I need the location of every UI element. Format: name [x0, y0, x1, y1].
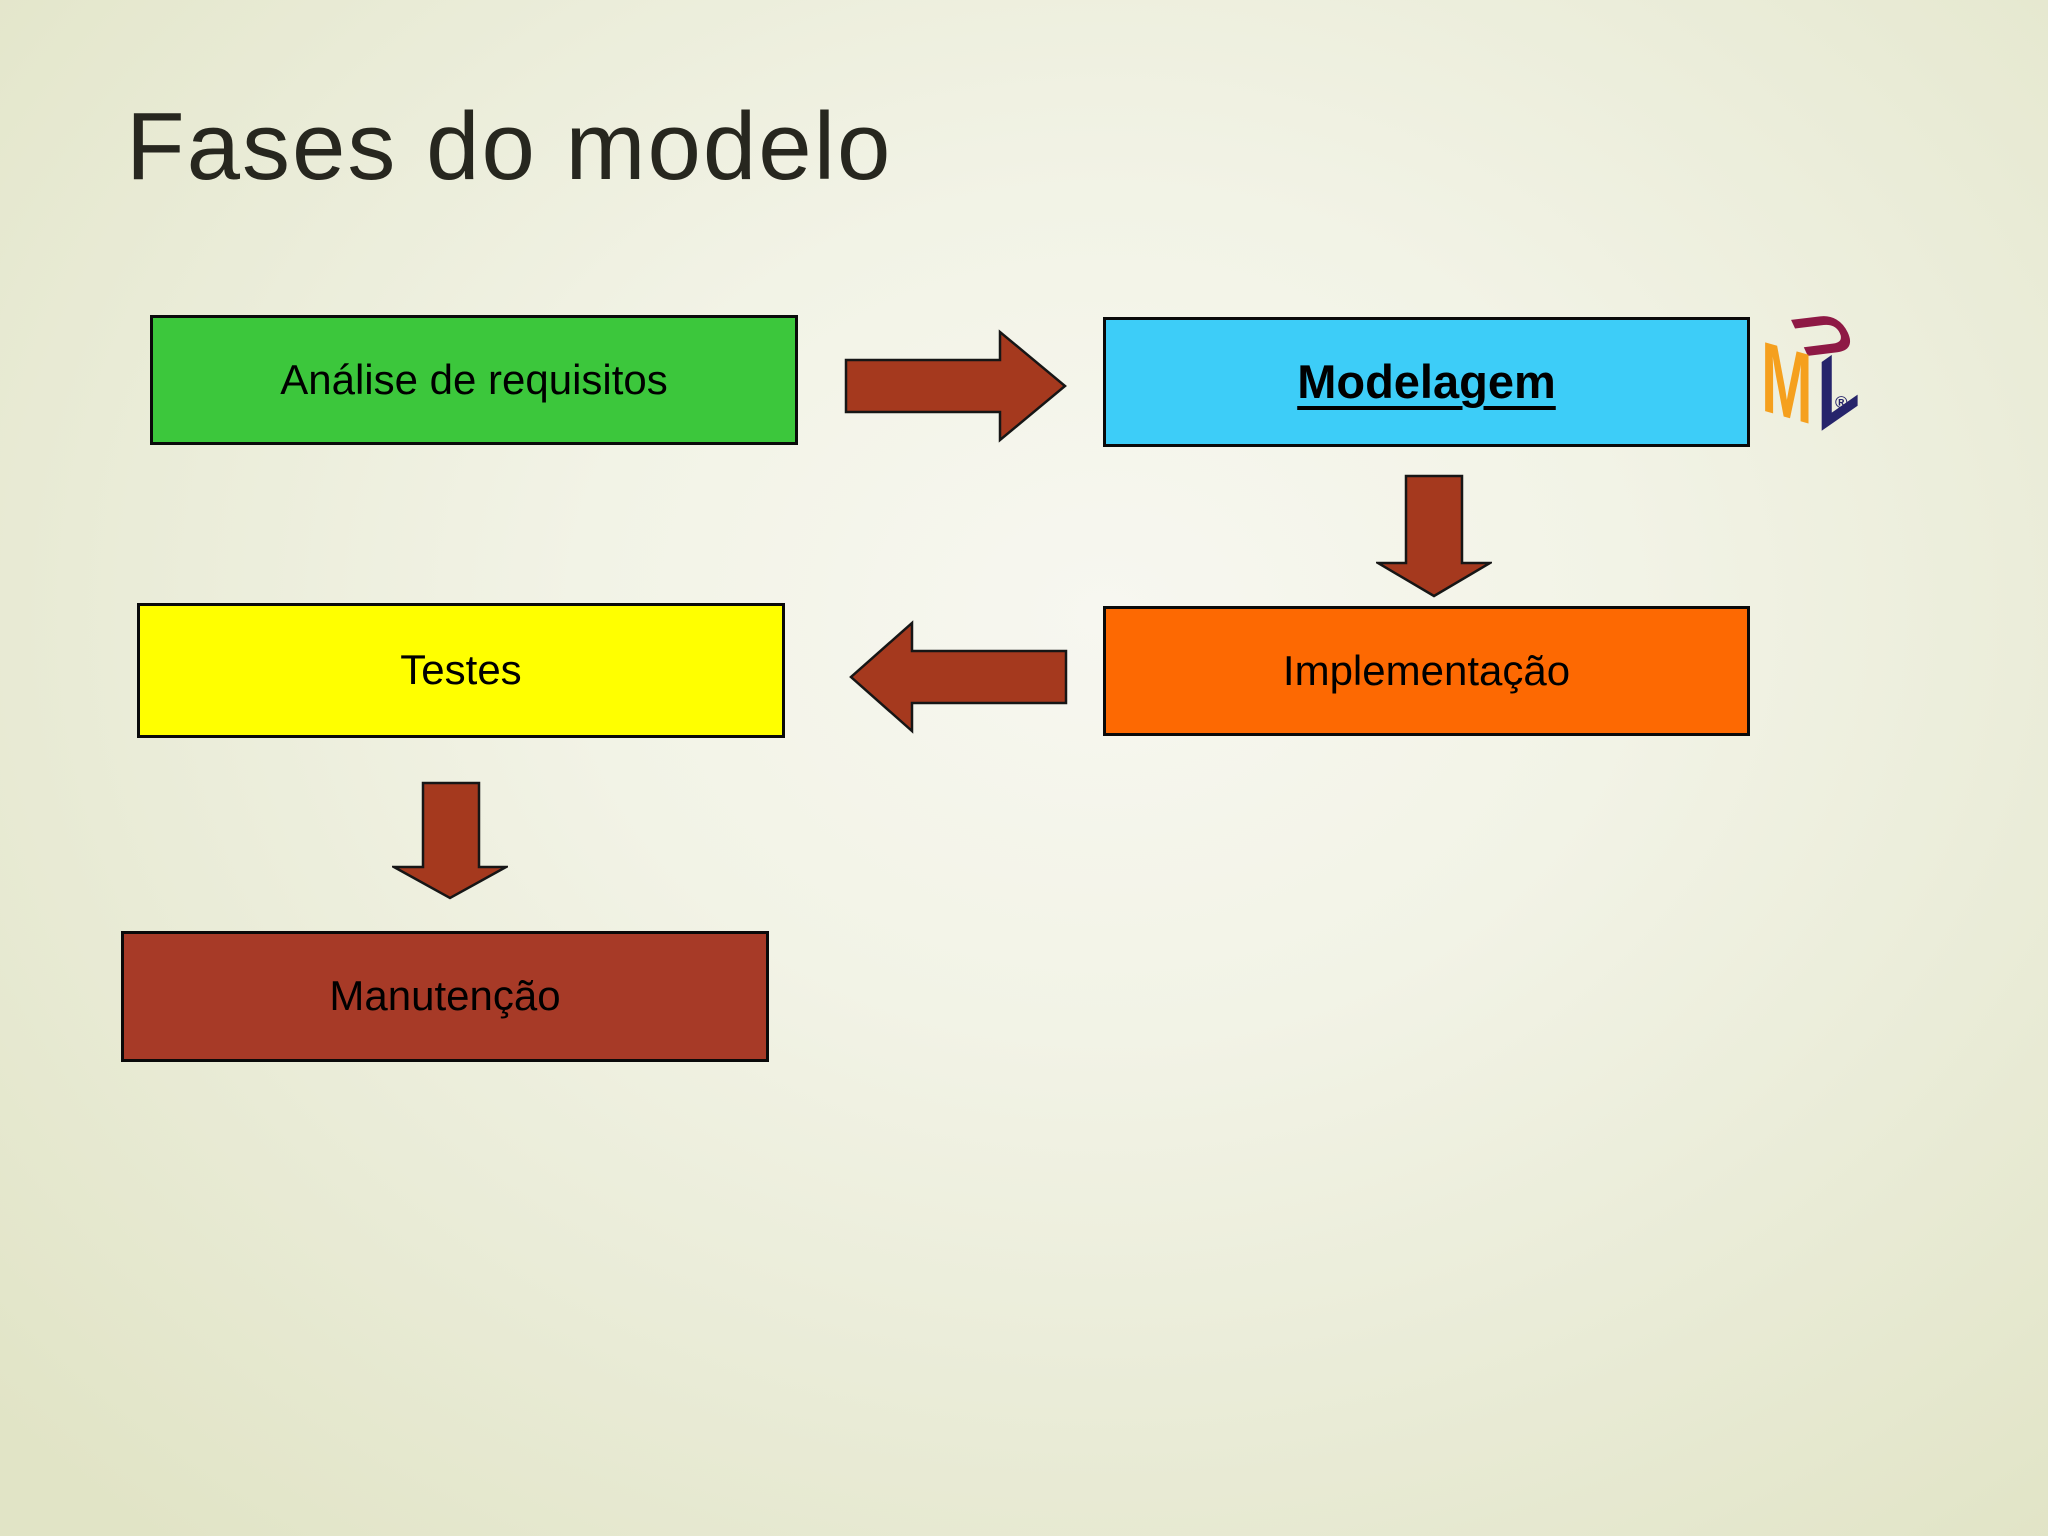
left-arrow-icon [849, 620, 1068, 734]
uml-logo-icon: U M L ® [1761, 306, 1910, 456]
arrow-implementacao-to-testes-icon [849, 620, 1068, 734]
node-modelagem: Modelagem [1103, 317, 1750, 447]
right-arrow-icon [844, 329, 1067, 443]
node-label: Implementação [1282, 646, 1571, 694]
down-arrow-icon [1376, 474, 1492, 598]
slide-title: Fases do modelo [126, 93, 893, 200]
arrow-testes-to-manutencao-icon [392, 781, 508, 900]
node-label: Testes [400, 646, 522, 694]
node-analise-de-requisitos: Análise de requisitos [150, 315, 798, 445]
uml-logo-letter-l: L [1817, 314, 1860, 456]
arrow-analise-to-modelagem-icon [844, 329, 1067, 443]
down-arrow-icon [392, 781, 508, 900]
registered-trademark-icon: ® [1835, 393, 1848, 412]
node-manutencao: Manutenção [121, 931, 769, 1062]
uml-logo-letter-m: M [1761, 320, 1813, 447]
node-label: Modelagem [1297, 355, 1556, 409]
node-testes: Testes [137, 603, 785, 738]
node-label: Manutenção [329, 972, 561, 1020]
node-implementacao: Implementação [1103, 606, 1750, 736]
node-label: Análise de requisitos [280, 355, 668, 403]
arrow-modelagem-to-implementacao-icon [1376, 474, 1492, 598]
